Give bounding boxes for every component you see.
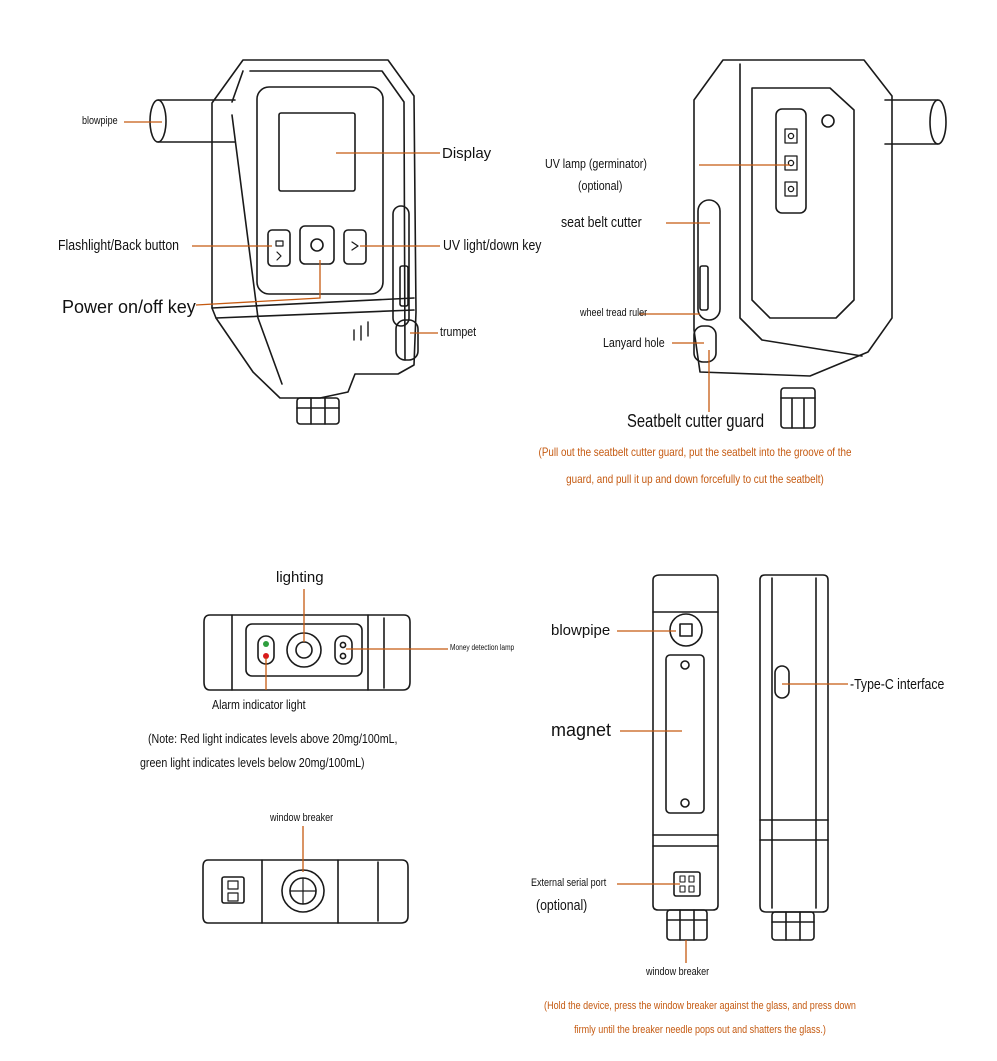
label-lighting: lighting [276, 569, 324, 586]
label-trumpet: trumpet [440, 324, 477, 339]
back-bottom-connector [780, 387, 816, 429]
guard-note-line-2: guard, and pull it up and down forcefull… [566, 472, 824, 486]
green-led [263, 641, 269, 647]
magnet-plate [665, 654, 705, 814]
alarm-note-line-1: (Note: Red light indicates levels above … [148, 731, 398, 746]
label-flashlight-back: Flashlight/Back button [58, 237, 180, 254]
side-left-connector [666, 909, 708, 941]
label-money-lamp: Money detection lamp [450, 643, 515, 652]
label-power: Power on/off key [62, 297, 196, 317]
label-alarm-indicator: Alarm indicator light [212, 697, 306, 712]
label-uv-lamp-optional: (optional) [578, 178, 623, 193]
bottom-view-device [202, 859, 409, 924]
front-blowpipe-tube [149, 99, 236, 143]
label-seatbelt-guard: Seatbelt cutter guard [627, 411, 765, 431]
front-lanyard-slot [395, 319, 419, 361]
back-seatbelt-cutter [697, 199, 721, 321]
display-screen [278, 112, 356, 192]
front-side-slot [392, 205, 410, 327]
back-blowpipe-tube [884, 99, 947, 145]
type-c-port [774, 665, 790, 699]
label-type-c: -Type-C interface [850, 676, 945, 693]
side-view-right-device [759, 574, 829, 941]
breaker-note-line-1: (Hold the device, press the window break… [544, 1000, 856, 1012]
front-body-outline [211, 59, 417, 399]
label-front-blowpipe: blowpipe [82, 115, 118, 127]
label-magnet: magnet [551, 720, 612, 740]
label-window-breaker-bottom: window breaker [270, 812, 334, 824]
red-led [263, 653, 269, 659]
uv-down-button [343, 229, 367, 265]
label-side-blowpipe: blowpipe [551, 622, 611, 639]
top-view-device [203, 614, 411, 691]
breaker-note-line-2: firmly until the breaker needle pops out… [574, 1024, 826, 1036]
flashlight-back-button [267, 229, 291, 267]
front-view-device [149, 59, 419, 425]
label-serial-port: External serial port [531, 877, 607, 889]
power-button [299, 225, 335, 265]
bottom-body-outline [202, 859, 409, 924]
label-display: Display [442, 145, 492, 162]
label-uv-down: UV light/down key [443, 237, 542, 254]
uv-lamp-panel [775, 108, 807, 214]
alarm-note-line-2: green light indicates levels below 20mg/… [140, 755, 365, 770]
bottom-serial-port [221, 876, 245, 904]
side-right-outline [759, 574, 829, 913]
trumpet-grille [353, 321, 369, 341]
side-right-connector [771, 911, 815, 941]
back-view-device [693, 59, 947, 429]
back-body-outline [693, 59, 893, 377]
side-blowpipe-port [669, 613, 703, 647]
label-uv-lamp: UV lamp (germinator) [545, 156, 647, 171]
label-wheel-tread-ruler: wheel tread ruler [580, 307, 648, 319]
side-left-outline [652, 574, 719, 911]
top-body-outline [203, 614, 411, 691]
back-lanyard-hole [693, 325, 717, 363]
label-seat-belt-cutter: seat belt cutter [561, 214, 642, 231]
front-bottom-connector [296, 397, 340, 425]
label-serial-optional: (optional) [536, 897, 588, 914]
side-view-left-device [652, 574, 719, 941]
leader-power [195, 260, 321, 306]
guard-note-line-1: (Pull out the seatbelt cutter guard, put… [538, 445, 852, 459]
uv-led-array [784, 128, 798, 197]
money-lamp-capsule [334, 635, 353, 665]
label-lanyard-hole: Lanyard hole [603, 335, 665, 350]
label-window-breaker-side: window breaker [646, 966, 710, 978]
